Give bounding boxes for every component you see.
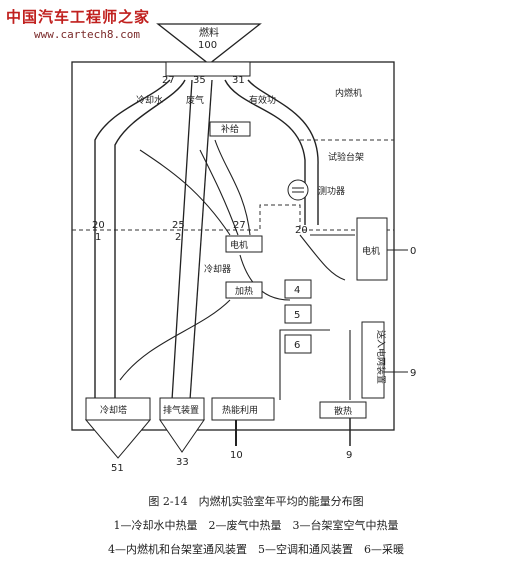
- coolant-path-inner: [114, 79, 186, 400]
- work-path-inner: [247, 79, 319, 225]
- fuel-value: 100: [198, 40, 217, 51]
- heating-box: [225, 281, 263, 299]
- dissipation-box: [319, 401, 367, 419]
- fuel-label: 燃料: [199, 26, 219, 39]
- dissipation-label: 散热: [334, 405, 352, 417]
- label-effective-work: 有效功: [249, 94, 276, 106]
- heat-recovery-label: 热能利用: [222, 404, 258, 416]
- energy-flow-diagram: 燃料 100 27 35 31 冷却水 废气 有效功 内燃机 试验台架 补给 测…: [71, 23, 416, 474]
- top-coolant: 27: [162, 75, 175, 86]
- grid-feed-box: [361, 321, 385, 399]
- exhaust-output: [159, 419, 205, 453]
- heat-path: [279, 329, 330, 400]
- label-engine-region: 内燃机: [335, 87, 362, 99]
- top-bands: [165, 61, 251, 77]
- branch-1: [139, 149, 231, 236]
- box-6: [284, 334, 312, 354]
- label-cooler: 冷却器: [204, 263, 231, 275]
- mark-2: 2: [175, 232, 181, 243]
- motor-box: [356, 217, 388, 281]
- top-exhaust: 35: [193, 75, 206, 86]
- grid-feed-label: 送入电网装置: [375, 330, 387, 384]
- heat-recovery-box: [211, 397, 275, 421]
- box-4: [284, 279, 312, 299]
- box-5-label: 5: [294, 310, 300, 321]
- exhaust-device-label: 排气装置: [163, 404, 199, 416]
- box-5: [284, 304, 312, 324]
- caption-line-2: 4—内燃机和台架室通风装置 5—空调和通风装置 6—采暖: [108, 543, 404, 556]
- exhaust-path-right: [189, 79, 213, 401]
- mid-coolant-in: 27: [233, 220, 246, 231]
- power-absorber-label: 测功器: [318, 186, 345, 197]
- watermark-url: www.cartech8.com: [34, 28, 140, 41]
- mark-1: 1: [95, 232, 101, 243]
- cooling-tower-output: [84, 419, 152, 459]
- label-engine-box: 电机: [230, 239, 248, 251]
- engine-box: [225, 235, 263, 253]
- output-dissipation: 9: [346, 450, 352, 461]
- output-heat: 10: [230, 450, 243, 461]
- label-exhaust: 废气: [186, 94, 204, 106]
- top-work: 31: [232, 75, 245, 86]
- box-4-label: 4: [294, 285, 300, 296]
- branch-5: [299, 234, 346, 281]
- engine-boundary: [72, 204, 394, 231]
- label-test-bench: 试验台架: [328, 151, 364, 163]
- exhaust-path-left: [171, 79, 193, 401]
- caption-title: 图 2-14 内燃机实验室年平均的能量分布图: [148, 495, 364, 508]
- power-absorber-icon: [287, 179, 309, 201]
- label-coolant: 冷却水: [136, 94, 163, 106]
- branch-3: [214, 139, 251, 236]
- supplement-box: [209, 121, 251, 137]
- output-exhaust: 33: [176, 457, 189, 468]
- mid-left: 20: [92, 220, 105, 231]
- return-path: [119, 299, 231, 381]
- fuel-funnel: [156, 23, 262, 65]
- cooling-tower-label: 冷却塔: [100, 404, 127, 416]
- branch-2: [199, 149, 239, 236]
- motor-value-top: 0: [410, 246, 416, 257]
- motor-value-bottom: 9: [410, 368, 416, 379]
- watermark-title: 中国汽车工程师之家: [6, 8, 151, 26]
- motor-label: 电机: [362, 245, 380, 257]
- coolant-path-outer: [94, 79, 171, 400]
- caption-line-1: 1—冷却水中热量 2—废气中热量 3—台架室空气中热量: [113, 519, 399, 532]
- label-heating: 加热: [235, 285, 253, 297]
- box-6-label: 6: [294, 340, 300, 351]
- mid-mid: 25: [172, 220, 185, 231]
- output-cooling-tower: 51: [111, 463, 124, 474]
- mid-power: 20: [295, 225, 308, 236]
- supplement-label: 补给: [221, 123, 239, 135]
- work-path-outer: [224, 79, 306, 225]
